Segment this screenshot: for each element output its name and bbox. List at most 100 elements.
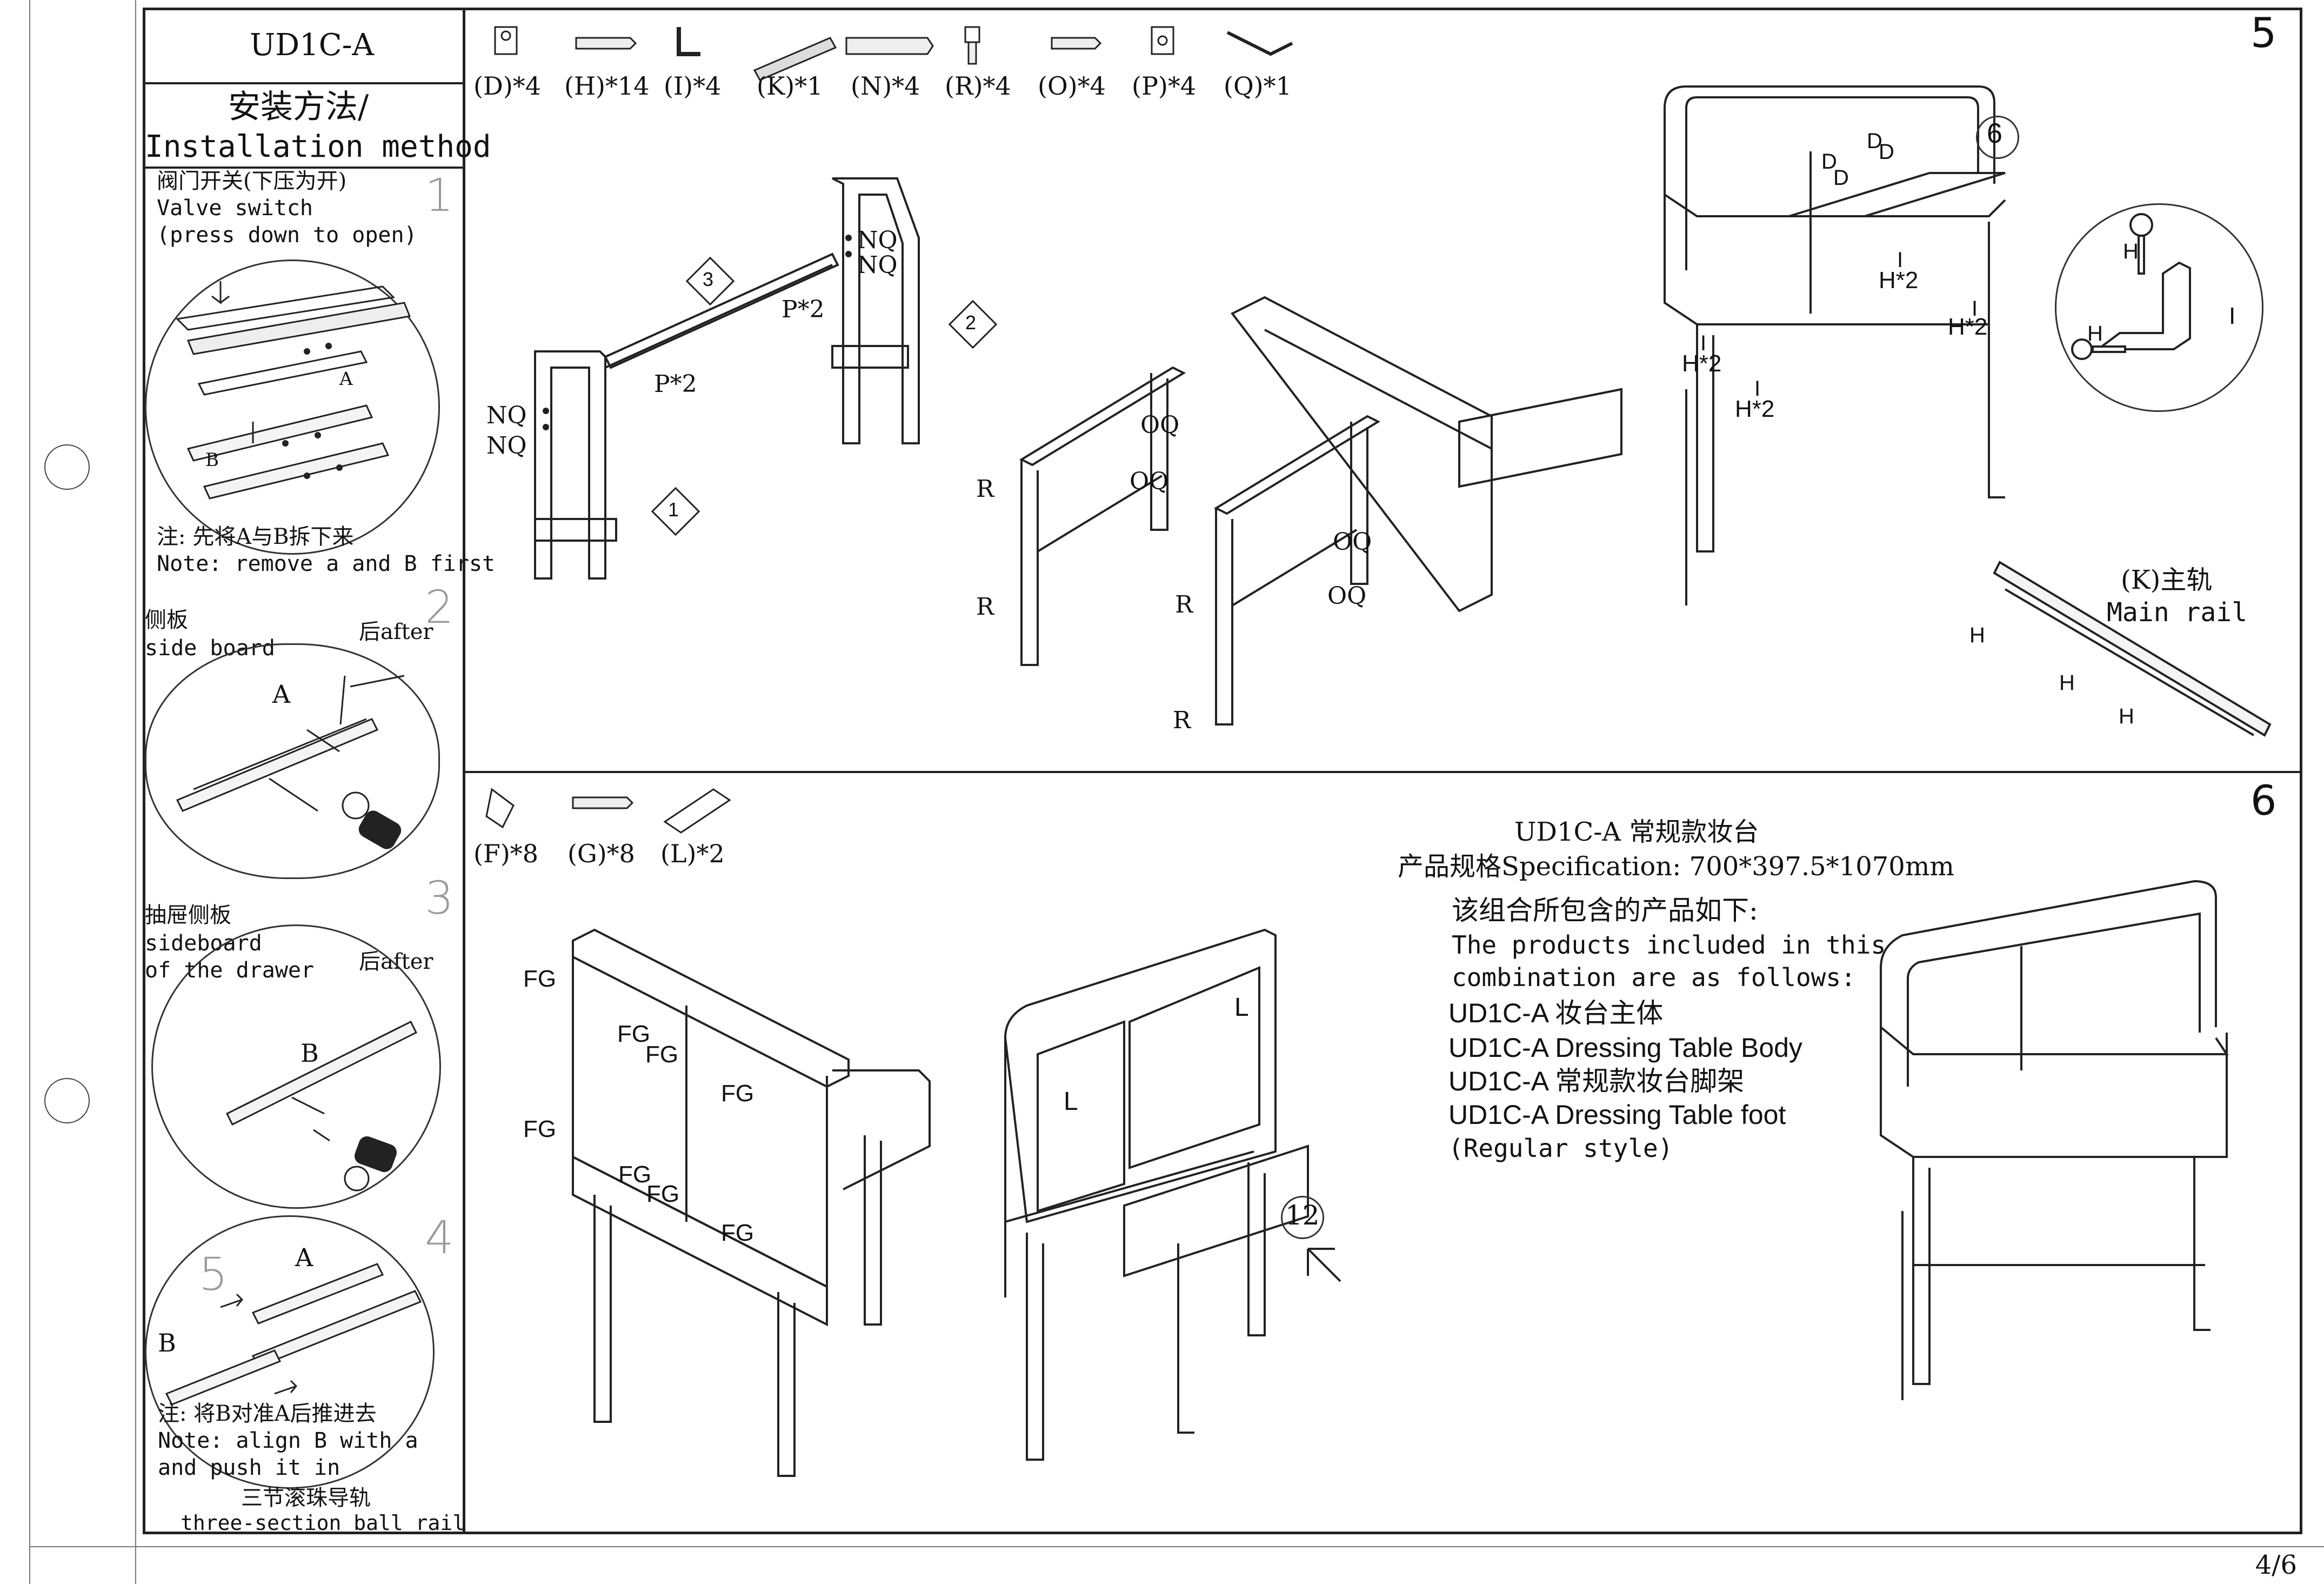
label-p2: P*2 (654, 370, 697, 398)
label-h: H (2123, 239, 2139, 263)
rail-label-b: B (205, 449, 219, 471)
label-d: D (1867, 129, 1882, 153)
rail-footer-cn: 三节滚珠导轨 (241, 1486, 371, 1510)
label-l: L (1234, 993, 1249, 1022)
detail-circle-1 (145, 259, 440, 555)
label-i: I (1700, 331, 1707, 355)
sub-step-number: 5 (199, 1248, 228, 1301)
label-oq: OQ (1333, 528, 1372, 556)
bracket-detail (2071, 213, 2191, 360)
label-fg: FG (721, 1220, 754, 1246)
detail-circle-2 (145, 643, 440, 879)
step-number-6: 6 (2250, 776, 2277, 824)
spec-intro-cn: 该组合所包含的产品如下: (1452, 895, 1758, 926)
step-note: Note: remove a and B first (157, 551, 496, 576)
part-label: (H)*14 (564, 71, 650, 101)
after-label: 后after (359, 620, 433, 644)
callout-2-label: 2 (965, 311, 977, 334)
spec-item: (Regular style) (1448, 1134, 1673, 1163)
callout-6-label: 6 (1987, 118, 2002, 149)
step-divider (463, 771, 2302, 773)
rear-view-drawing (572, 928, 931, 1477)
label-nq: NQ (857, 227, 898, 254)
step-note: 注: 将B对准A后推进去 (158, 1401, 377, 1426)
part-label: (L)*2 (660, 839, 725, 868)
label-i: I (1754, 377, 1761, 401)
step-note: and push it in (158, 1455, 340, 1480)
front-drawer-drawing (1004, 928, 1341, 1461)
part-label: (D)*4 (473, 71, 542, 101)
step-text: 抽屉侧板 (145, 903, 231, 928)
label-nq: NQ (486, 402, 527, 429)
part-label: (P)*4 (1132, 71, 1197, 101)
spec-intro-en: combination are as follows: (1452, 963, 1856, 992)
label-nq: NQ (857, 251, 898, 279)
label-h2: H*2 (1682, 350, 1722, 377)
step-number: 3 (425, 871, 454, 924)
punch-hole-top (44, 444, 90, 490)
part-12-circle (1281, 1196, 1324, 1239)
punch-hole-bottom (44, 1078, 90, 1123)
label-oq: OQ (1327, 582, 1367, 610)
label-d: D (1821, 150, 1837, 174)
sidebar-title-rule (143, 167, 465, 169)
step-text: Valve switch (157, 196, 313, 221)
spec-item: UD1C-A 常规款妆台脚架 (1448, 1066, 1745, 1096)
label-d: D (1879, 140, 1894, 164)
part-label: (N)*4 (851, 71, 920, 101)
page-number: 4/6 (2255, 1550, 2297, 1580)
label-fg: FG (523, 966, 557, 992)
callout-3-label: 3 (703, 268, 714, 290)
rail-footer-en: three-section ball rail (181, 1511, 465, 1535)
step-text: 阀门开关(下压为开) (157, 169, 347, 194)
label-r: R (1175, 591, 1193, 618)
final-assembled-drawing (1880, 880, 2229, 1400)
step-text: 侧板 (145, 608, 188, 633)
label-d: D (1833, 166, 1849, 190)
rail-label-en: Main rail (2107, 597, 2248, 628)
detail-circle-3 (151, 924, 441, 1209)
main-rail-drawing (1993, 561, 2272, 737)
spec-item: UD1C-A 妆台主体 (1448, 998, 1664, 1028)
label-fg: FG (646, 1181, 680, 1207)
spec-intro-en: The products included in this (1452, 930, 1886, 960)
label-h: H (1969, 623, 1985, 647)
rail-detail-1 (175, 281, 411, 500)
spec-title: UD1C-A 常规款妆台 (1514, 817, 1759, 847)
callout-6 (1976, 116, 2019, 159)
spec-item: UD1C-A Dressing Table foot (1448, 1100, 1786, 1130)
step-number: 4 (425, 1211, 454, 1264)
side-board-detail (176, 675, 405, 849)
label-fg: FG (523, 1116, 557, 1142)
label-h: H (2059, 671, 2075, 695)
label-oq: OQ (1130, 468, 1169, 495)
part-label: (G)*8 (567, 839, 635, 868)
step-note: 注: 先将A与B拆下来 (157, 524, 354, 549)
rail-label-b: B (158, 1328, 176, 1357)
part-label: (K)*1 (757, 71, 823, 101)
rail-label-a: A (339, 368, 353, 390)
step-number: 1 (425, 169, 454, 222)
rail-label-cn: (K)主轨 (2121, 565, 2213, 595)
callout-1-label: 1 (668, 498, 679, 521)
board-label-a: A (272, 680, 291, 709)
spec-line: 产品规格Specification: 700*397.5*1070mm (1398, 851, 1954, 882)
desk-hutch-drawing (1664, 85, 2006, 605)
step-number-5: 5 (2250, 9, 2277, 57)
model-code: UD1C-A (250, 28, 374, 63)
bottom-rule (29, 1546, 2324, 1547)
label-r: R (976, 593, 994, 621)
bracket-detail-circle (2055, 203, 2263, 412)
step-number: 2 (425, 581, 454, 634)
rail-label-a: A (295, 1243, 313, 1272)
push-rail-detail (165, 1263, 422, 1406)
label-r: R (1173, 707, 1191, 734)
drawer-rail-detail (225, 1020, 418, 1192)
label-fg: FG (617, 1021, 651, 1047)
hardware-icons-5 (494, 26, 1293, 81)
step-note: Note: align B with a (158, 1428, 418, 1453)
install-title-cn: 安装方法/ (228, 88, 369, 126)
label-i: I (1972, 297, 1978, 321)
label-fg: FG (721, 1080, 754, 1107)
label-fg: FG (645, 1041, 679, 1068)
